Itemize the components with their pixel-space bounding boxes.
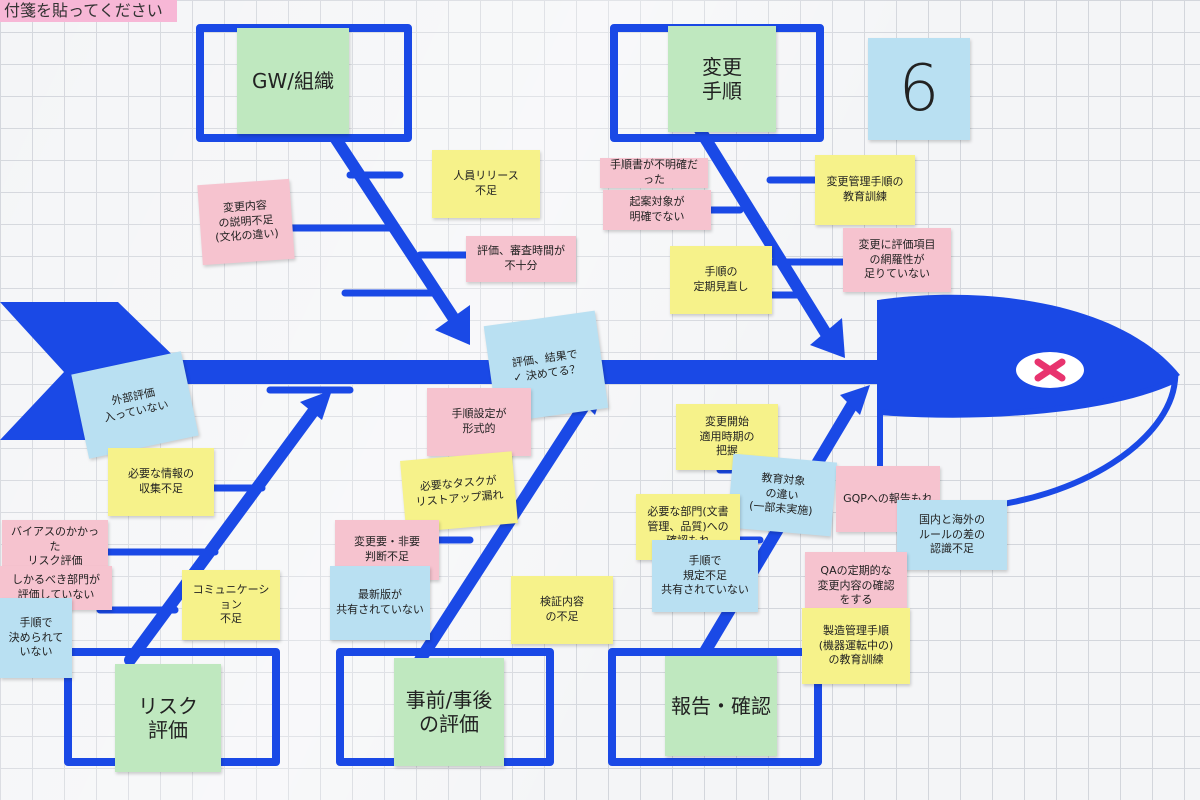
sticky-note: 変更に評価項目 の網羅性が 足りていない	[843, 228, 951, 292]
sticky-note: 起案対象が 明確でない	[603, 190, 711, 230]
sticky-note: 必要な情報の 収集不足	[108, 448, 214, 516]
category-risk-assessment: リスク 評価	[115, 664, 221, 772]
instruction-label: 付箋を貼ってください	[0, 0, 177, 22]
sticky-note: 人員リリース 不足	[432, 150, 540, 218]
sticky-note: 手順で 規定不足 共有されていない	[652, 540, 758, 612]
category-pre-post-evaluation: 事前/事後 の評価	[394, 658, 504, 766]
board-number-note: 6	[868, 38, 970, 140]
box-bottom-right	[608, 648, 822, 766]
sticky-note: 変更管理手順の 教育訓練	[815, 155, 915, 225]
category-change-procedure: 変更 手順	[668, 26, 776, 132]
sticky-note: コミュニケーション 不足	[182, 570, 280, 640]
sticky-note: 製造管理手順 (機器運転中の) の教育訓練	[802, 608, 910, 684]
category-gw-organization: GW/組織	[237, 28, 349, 134]
sticky-note: 手順の 定期見直し	[670, 246, 772, 314]
sticky-note: 手順書が不明確だった	[600, 158, 708, 188]
sticky-note: 手順で 決められていない	[0, 598, 72, 678]
sticky-note: バイアスのかかった リスク評価	[2, 520, 108, 574]
sticky-note: 国内と海外の ルールの差の 認識不足	[897, 500, 1007, 570]
sticky-note: 評価、審査時間が 不十分	[466, 236, 576, 282]
sticky-note: 変更内容 の説明不足 (文化の違い)	[197, 178, 295, 266]
sticky-note: 最新版が 共有されていない	[330, 566, 430, 640]
sticky-note: 手順設定が 形式的	[427, 388, 531, 456]
category-report-confirm: 報告・確認	[665, 656, 777, 756]
sticky-note: 検証内容 の不足	[511, 576, 613, 644]
sticky-note: 教育対象 の違い (一部未実施)	[726, 453, 838, 537]
